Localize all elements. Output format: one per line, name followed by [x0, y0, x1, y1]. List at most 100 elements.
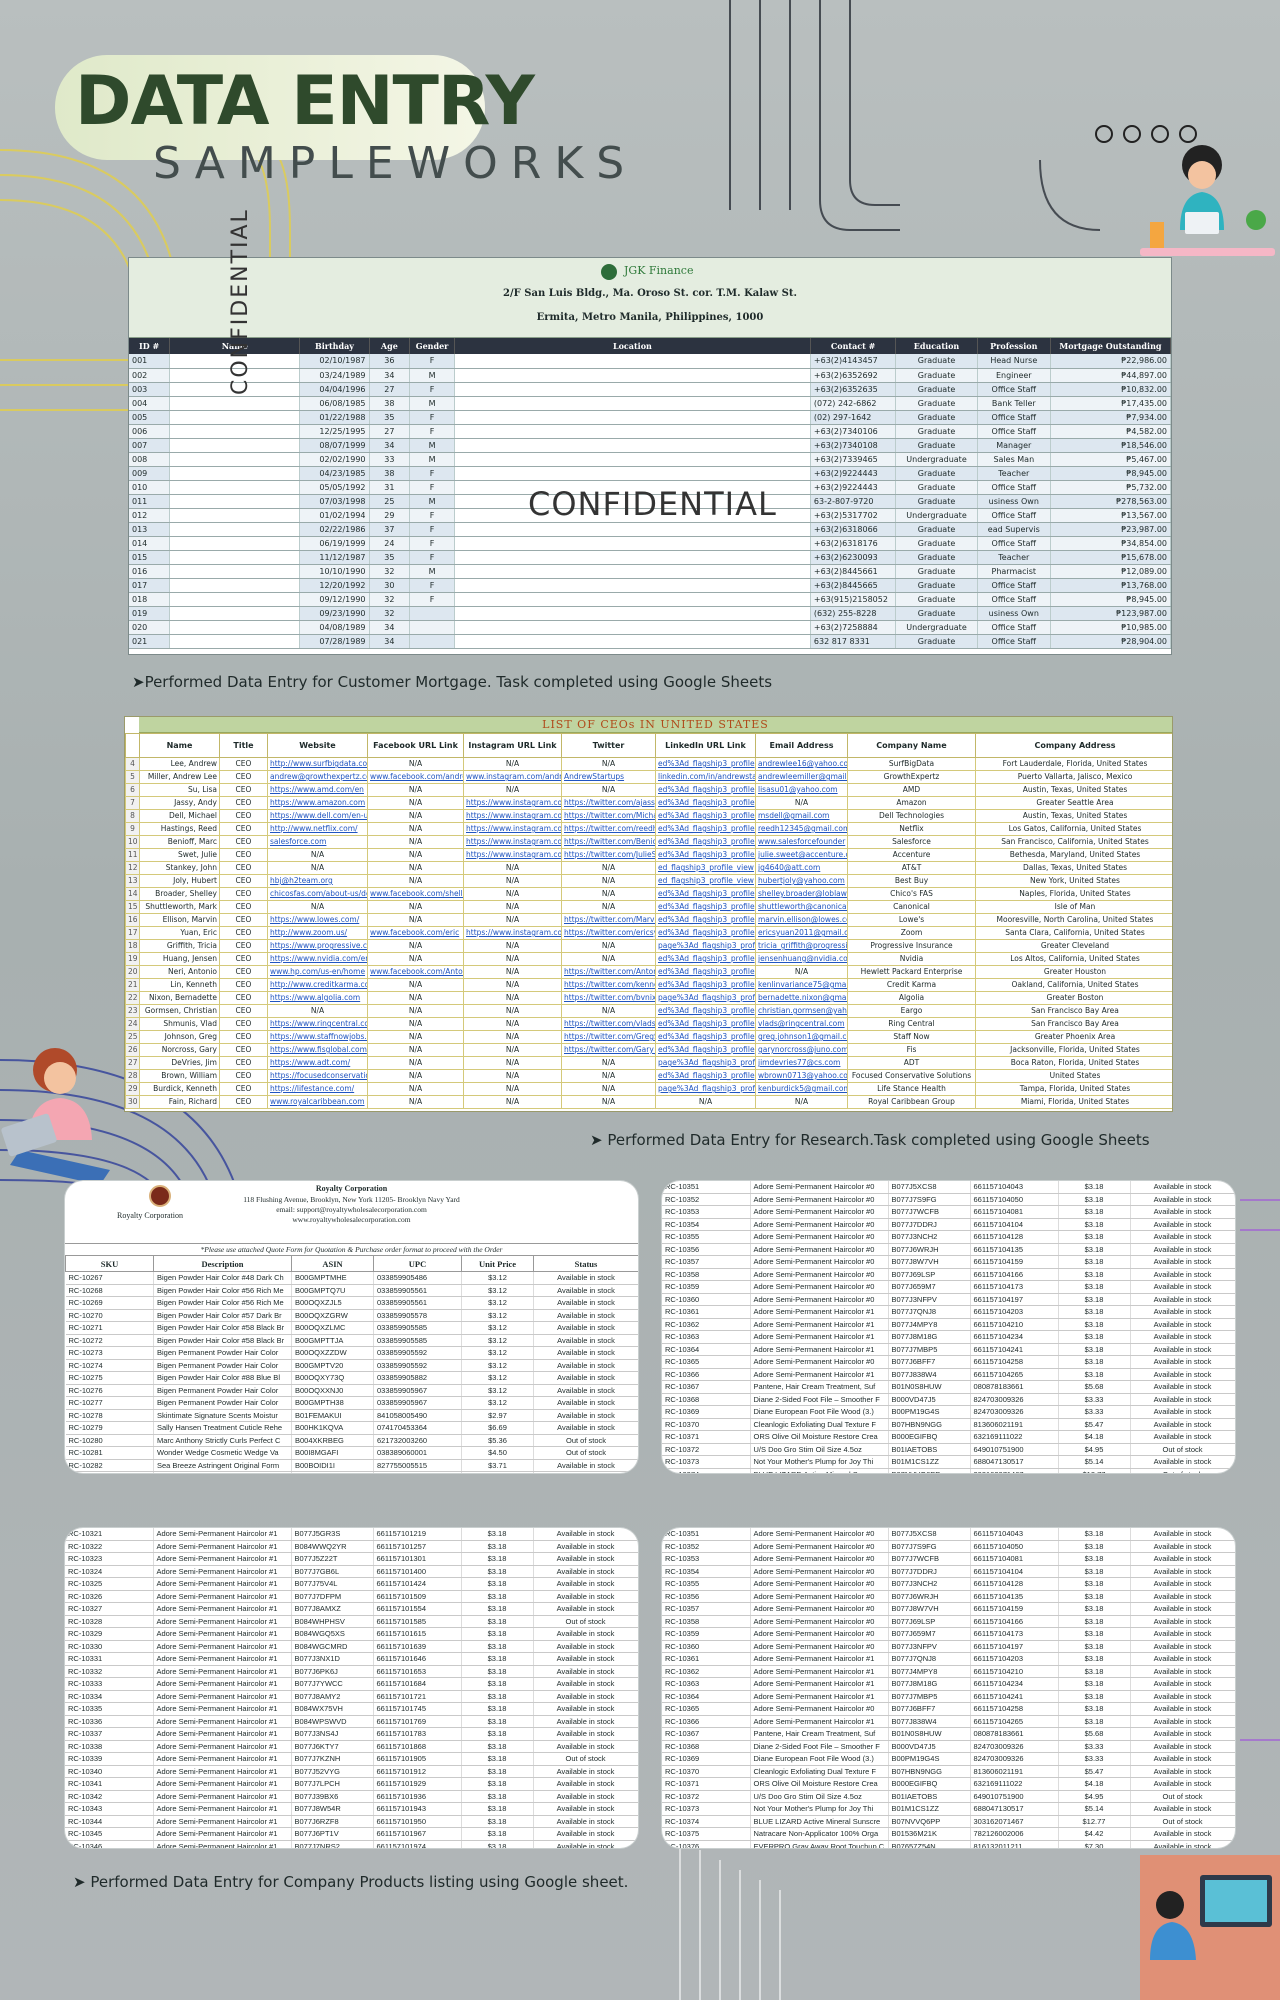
cell-description: Bigen Powder Hair Color #88 Blue Bl	[153, 1371, 292, 1385]
cell-asin: B077J7DDRJ	[888, 1218, 971, 1232]
circle-icon	[1123, 125, 1141, 143]
cell-profession: Engineer	[977, 368, 1051, 383]
cell-sku: RC-10362	[662, 1665, 751, 1679]
cell-description: Adore Semi-Permanent Haircolor #1	[750, 1330, 889, 1344]
cell-price: $3.18	[461, 1577, 534, 1591]
cell-price: $3.33	[1058, 1405, 1131, 1419]
cell-twitter: https://twitter.com/vladshmunis	[561, 1017, 656, 1031]
cell-status: Available in stock	[1130, 1652, 1235, 1666]
cell-price: $3.18	[1058, 1218, 1131, 1232]
cell-asin: B077J39BX6	[291, 1790, 374, 1804]
cell-website: http://www.surfbigdata.com	[267, 757, 368, 771]
cell-asin: B00I8MGAFI	[291, 1446, 374, 1460]
cell-upc: 661157101646	[373, 1652, 462, 1666]
cell-mortgage: ₱18,546.00	[1050, 438, 1171, 453]
cell-sku: RC-10276	[65, 1384, 154, 1397]
cell-status: Available in stock	[533, 1840, 638, 1848]
cell-linkedin: ed%3Ad_flagship3_profile_view	[655, 848, 756, 862]
cell-website: N/A	[267, 900, 368, 914]
cell-upc: 661157101424	[373, 1577, 462, 1591]
cell-asin: B077J5XCS8	[888, 1528, 971, 1541]
cell-upc: 661157101554	[373, 1602, 462, 1616]
cell-description: Adore Semi-Permanent Haircolor #1	[153, 1777, 292, 1791]
column-header: Mortgage Outstanding	[1050, 338, 1171, 354]
cell-description: Pantene, Hair Cream Treatment, Suf	[750, 1727, 889, 1741]
cell-sku: RC-10356	[662, 1243, 751, 1257]
cell-name-redacted	[169, 368, 301, 383]
cell-title: CEO	[219, 991, 268, 1005]
cell-age: 27	[369, 424, 411, 439]
cell-website: http://www.creditkarma.com	[267, 978, 368, 992]
column-header: Company Name	[847, 733, 976, 758]
cell-status: Available in stock	[533, 1815, 638, 1829]
cell-sku: RC-10371	[662, 1430, 751, 1444]
cell-twitter: https://twitter.com/MarvinREllison	[561, 913, 656, 927]
cell-website: https://www.lowes.com/	[267, 913, 368, 927]
row-number: 4	[125, 757, 140, 771]
cell-status: Out of stock	[533, 1752, 638, 1766]
column-header: Birthday	[299, 338, 370, 354]
cell-website: https://www.amazon.com	[267, 796, 368, 810]
cell-gender	[409, 620, 455, 635]
cell-price: $3.18	[1058, 1230, 1131, 1244]
cell-name: Broader, Shelley	[139, 887, 220, 901]
cell-education: Graduate	[895, 480, 978, 495]
cell-website: https://www.ringcentral.com	[267, 1017, 368, 1031]
cell-price: $3.18	[461, 1740, 534, 1754]
cell-upc: 661157104135	[970, 1590, 1059, 1604]
cell-mortgage: ₱278,563.00	[1050, 494, 1171, 509]
cell-description: Adore Semi-Permanent Haircolor #1	[750, 1368, 889, 1382]
cell-facebook: N/A	[367, 1082, 464, 1096]
cell-description: Bigen Powder Hair Color #56 Rich Me	[153, 1284, 292, 1297]
cell-upc: 661157104258	[970, 1355, 1059, 1369]
cell-education: Graduate	[895, 522, 978, 537]
row-number: 9	[125, 822, 140, 836]
cell-profession: Teacher	[977, 550, 1051, 565]
cell-asin: B077J7QNJ8	[888, 1305, 971, 1319]
cell-upc: 661157101912	[373, 1765, 462, 1779]
cell-asin: B077J4MPY8	[888, 1318, 971, 1332]
cell-price: $4.95	[1058, 1443, 1131, 1457]
cell-birthday: 04/08/1989	[299, 620, 370, 635]
cell-price: $3.18	[461, 1752, 534, 1766]
cell-mortgage: ₱44,897.00	[1050, 368, 1171, 383]
cell-status: Available in stock	[533, 1627, 638, 1641]
cell-price: $3.18	[1058, 1690, 1131, 1704]
cell-sku: RC-10267	[65, 1271, 154, 1285]
cell-price: $3.12	[461, 1359, 534, 1372]
cell-asin: B077J3NFPV	[888, 1293, 971, 1307]
cell-name-redacted	[169, 410, 301, 425]
cell-twitter: https://twitter.com/Gary_Norcross	[561, 1043, 656, 1057]
cell-name: Yuan, Eric	[139, 926, 220, 940]
cell-status: Available in stock	[533, 1552, 638, 1566]
cell-email: wbrown0713@yahoo.com	[755, 1069, 848, 1083]
cell-title: CEO	[219, 874, 268, 888]
cell-description: Adore Semi-Permanent Haircolor #1	[750, 1690, 889, 1704]
cell-price: $3.12	[461, 1296, 534, 1310]
cell-description: Adore Semi-Permanent Haircolor #0	[750, 1268, 889, 1282]
cell-website: N/A	[267, 848, 368, 862]
cell-status: Available in stock	[533, 1359, 638, 1372]
cell-status: Available in stock	[533, 1590, 638, 1604]
cell-price: $3.18	[1058, 1293, 1131, 1307]
cell-company: Ring Central	[847, 1017, 976, 1031]
column-header: Age	[369, 338, 411, 354]
cell-price: $4.50	[461, 1446, 534, 1460]
cell-facebook: N/A	[367, 900, 464, 914]
cell-upc: 649010751900	[970, 1443, 1059, 1457]
cell-sku: RC-10343	[65, 1802, 154, 1816]
cell-upc: 033859905585	[373, 1321, 462, 1335]
cell-twitter: N/A	[561, 874, 656, 888]
cell-facebook: N/A	[367, 952, 464, 966]
